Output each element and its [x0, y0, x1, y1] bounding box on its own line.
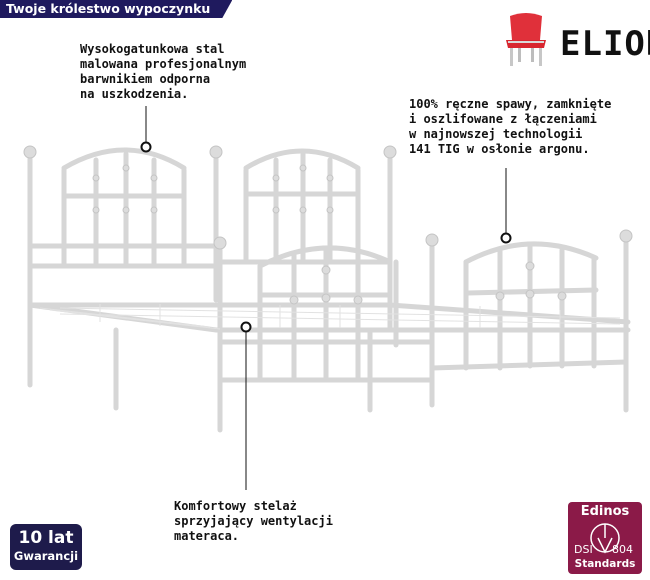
warranty-years: 10 lat — [18, 528, 74, 548]
brand-name: ELIOR — [560, 24, 650, 64]
warranty-label: Gwarancji — [13, 549, 79, 563]
certificate-subtitle: Standards — [574, 558, 636, 570]
certificate-title: Edinos — [580, 504, 630, 519]
certificate-left: DSI — [574, 543, 593, 556]
slats-callout: Komfortowy stelaż sprzyjający wentylacji… — [174, 499, 333, 543]
slogan-tag: Twoje królestwo wypoczynku — [0, 0, 232, 18]
certificate-number: 804 — [612, 543, 633, 556]
brand-logo: ELIOR — [496, 10, 650, 70]
certificate-badge: Edinos DSI 804 Standards — [568, 502, 642, 574]
chair-icon — [506, 13, 546, 66]
steel-callout: Wysokogatunkowa stal malowana profesjona… — [80, 42, 247, 101]
warranty-badge: 10 lat Gwarancji — [10, 524, 82, 570]
welds-callout: 100% ręczne spawy, zamknięte i oszlifowa… — [409, 97, 612, 156]
certificate-emblem-icon — [590, 523, 620, 554]
